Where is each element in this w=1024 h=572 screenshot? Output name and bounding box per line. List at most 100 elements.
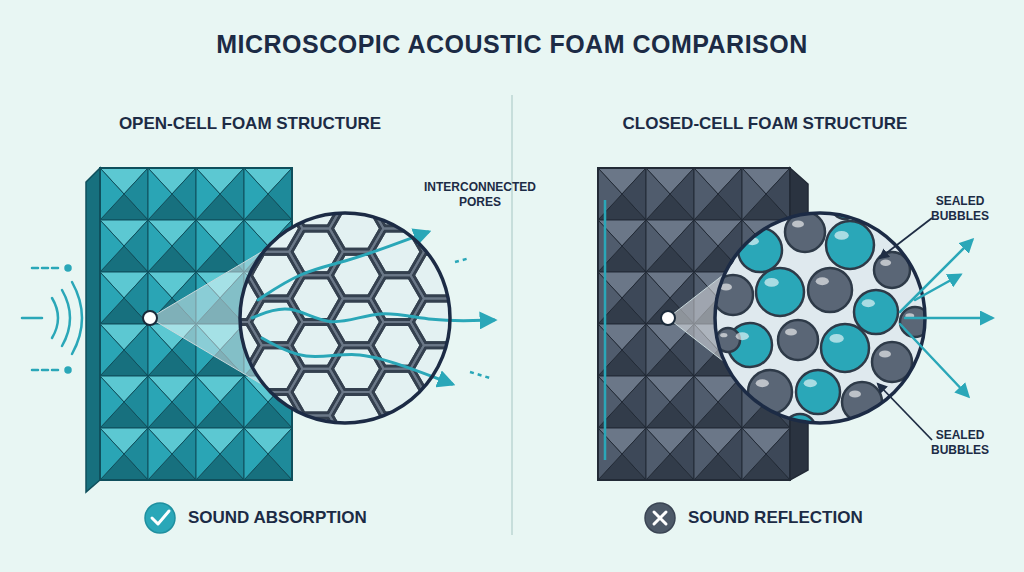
pore-strut-highlight [168,345,222,392]
pore-strut-highlight [168,392,222,439]
pyramid-facet [196,428,220,480]
pore-strut-highlight [451,322,505,369]
pore-strut [451,275,505,322]
callout-label: SEALED BUBBLES [912,428,1008,458]
check-badge [145,503,175,533]
pore-strut-highlight [492,486,546,533]
bubble-highlight [862,299,875,307]
sealed-bubble [808,268,852,312]
wave-line [32,267,58,270]
pore-strut-highlight [330,158,384,205]
sealed-bubble [826,221,874,269]
pore-strut [289,462,343,509]
leader-line [880,218,932,258]
bubble-highlight [764,278,778,287]
pore-strut-highlight [451,228,505,275]
magnifier-rim [240,213,450,423]
pore-strut-highlight [492,299,546,346]
pore-strut-highlight [451,275,505,322]
pyramid-facet [598,428,622,480]
wave-arc [62,290,70,346]
pore-strut-highlight [492,392,546,439]
pore-strut-highlight [532,228,586,275]
pyramid-facet [646,324,670,376]
reflection-rays [900,240,992,396]
pore-strut [532,369,586,416]
pyramid-facet [742,428,766,480]
pore-strut [168,158,222,205]
pyramid-facet [100,324,124,376]
pore-strut-highlight [168,299,222,346]
pore-strut [492,252,546,299]
sound-waves [22,266,82,373]
pore-strut-highlight [330,392,384,439]
pore-strut [492,299,546,346]
pore-strut-highlight [492,439,546,486]
pore-strut-highlight [289,182,343,229]
pore-strut-highlight [208,415,262,462]
pore-strut [208,182,262,229]
magnifier-lens [715,213,925,423]
callout-label: INTERCONNECTED PORES [424,180,536,210]
pyramid-facet [646,376,670,428]
pyramid-facet [148,376,172,428]
bubble-highlight [816,277,829,285]
pore-strut [451,228,505,275]
pore-strut-highlight [492,205,546,252]
pyramid-facet [742,168,766,220]
pore-strut [532,135,586,182]
pyramid-facet [646,168,670,220]
pore-strut-highlight [208,275,262,322]
check-mark [152,511,169,524]
pyramid-facet [196,168,220,220]
pore-strut-highlight [532,369,586,416]
pore-strut-highlight [411,439,465,486]
pore-strut [532,182,586,229]
pyramid-facet [196,220,220,272]
absorbed-sound-path [262,338,452,384]
pyramid-facet [694,428,718,480]
pore-strut-highlight [370,322,424,369]
pore-strut [168,205,222,252]
pore-strut-highlight [532,135,586,182]
pore-strut [451,322,505,369]
pyramid-facet [148,428,172,480]
pyramid-facet [598,376,622,428]
pyramid-facet [100,376,124,428]
pore-strut-highlight [168,205,222,252]
pore-strut-highlight [208,182,262,229]
foam-side [86,168,100,492]
pore-strut [208,369,262,416]
pyramid-facet [244,428,268,480]
bubble-highlight [785,328,797,335]
pore-strut-highlight [411,486,465,533]
pyramid-facet [598,168,622,220]
sealed-bubble [821,324,869,372]
pore-strut-highlight [249,158,303,205]
leader-lines [878,218,932,440]
cross-mark [654,512,666,524]
pore-strut [492,439,546,486]
pore-strut [451,135,505,182]
pyramid-facet [196,376,220,428]
cross-badge [645,503,675,533]
pore-strut [451,462,505,509]
pore-strut-highlight [289,275,343,322]
pore-strut-highlight [208,322,262,369]
pore-strut-highlight [532,182,586,229]
pore-strut [532,228,586,275]
bubble-highlight [879,350,891,357]
absorbed-sound-path [252,309,494,322]
pore-strut-highlight [451,462,505,509]
pore-strut [370,462,424,509]
pore-strut-highlight [492,252,546,299]
callout-label: SEALED BUBBLES [912,194,1008,224]
pore-strut-highlight [370,415,424,462]
pore-strut-highlight [411,252,465,299]
pore-strut [249,158,303,205]
wave-line [32,369,58,372]
pyramid-facet [244,168,268,220]
pyramid-facet [694,168,718,220]
sealed-bubble [748,370,792,414]
bubble-highlight [756,379,769,387]
